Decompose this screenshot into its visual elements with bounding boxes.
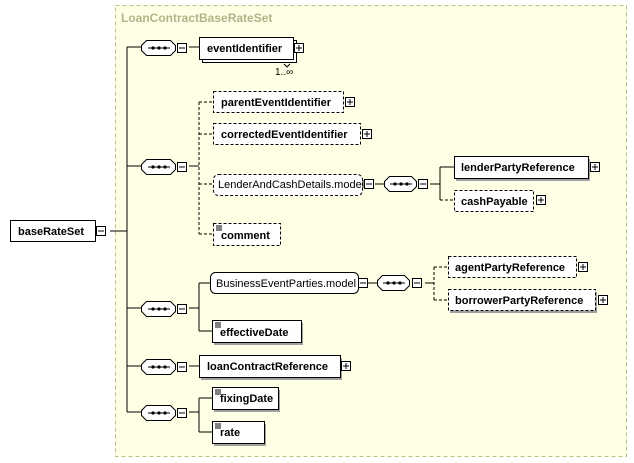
loan-contract-reference-expand-toggle[interactable] [341,361,351,371]
group-lender-and-cash-details[interactable]: LenderAndCashDetails.model [213,174,365,196]
simple-type-icon [216,225,222,231]
connector-lines [110,46,454,433]
lender-and-cash-details-label: LenderAndCashDetails.model [218,179,364,191]
fixing-date-label: fixingDate [220,393,273,405]
sequence-compositor-2[interactable] [141,159,187,175]
multiplicity-marker-icon [283,63,291,68]
group-loan-contract-base-rate-set: LoanContractBaseRateSet [115,5,627,457]
event-identifier-expand-toggle[interactable] [294,43,304,53]
element-lender-party-reference[interactable]: lenderPartyReference [454,156,591,182]
loan-contract-reference-label: loanContractReference [207,361,328,373]
sequence-compositor-lender-cash[interactable] [384,176,428,192]
element-cash-payable[interactable]: cashPayable [454,190,534,212]
corrected-event-identifier-expand-toggle[interactable] [362,129,372,139]
element-comment[interactable]: comment [213,223,281,246]
borrower-party-reference-label: borrowerPartyReference [455,295,583,307]
element-loan-contract-reference[interactable]: loanContractReference [199,355,343,381]
root-collapse-toggle[interactable] [96,226,106,236]
parent-event-identifier-expand-toggle[interactable] [345,97,355,107]
lender-party-reference-label: lenderPartyReference [461,162,575,174]
element-agent-party-reference[interactable]: agentPartyReference [448,256,577,278]
element-corrected-event-identifier[interactable]: correctedEventIdentifier [213,123,361,145]
lender-and-cash-details-collapse-toggle[interactable] [364,179,374,189]
comment-label: comment [221,230,270,242]
sequence-compositor-business-parties[interactable] [377,275,422,291]
agent-party-reference-expand-toggle[interactable] [578,262,588,272]
simple-type-icon [215,389,221,395]
sequence-compositor-5[interactable] [141,405,187,421]
borrower-party-reference-expand-toggle[interactable] [598,295,608,305]
group-title: LoanContractBaseRateSet [121,11,272,25]
element-rate[interactable]: rate [212,421,267,447]
sequence-compositor-1[interactable] [141,40,187,56]
business-event-parties-label: BusinessEventParties.model [216,278,356,290]
element-borrower-party-reference[interactable]: borrowerPartyReference [448,289,598,314]
element-event-identifier[interactable]: eventIdentifier [199,37,297,63]
event-identifier-multiplicity: 1..∞ [275,67,293,78]
cash-payable-label: cashPayable [461,196,528,208]
sequence-compositor-3[interactable] [141,301,187,317]
simple-type-icon [215,423,221,429]
element-parent-event-identifier[interactable]: parentEventIdentifier [213,91,344,113]
root-label: baseRateSet [18,226,84,238]
simple-type-icon [215,322,221,328]
root-element-base-rate-set[interactable]: baseRateSet [10,220,96,242]
event-identifier-label: eventIdentifier [207,43,283,55]
sequence-compositor-4[interactable] [141,359,187,375]
business-event-parties-collapse-toggle[interactable] [358,278,368,288]
lender-party-reference-expand-toggle[interactable] [590,162,600,172]
parent-event-identifier-label: parentEventIdentifier [221,97,332,109]
corrected-event-identifier-label: correctedEventIdentifier [221,129,348,141]
effective-date-label: effectiveDate [220,327,288,339]
element-effective-date[interactable]: effectiveDate [212,320,304,346]
group-business-event-parties[interactable]: BusinessEventParties.model [210,272,359,294]
cash-payable-expand-toggle[interactable] [536,195,546,205]
agent-party-reference-label: agentPartyReference [455,262,565,274]
element-fixing-date[interactable]: fixingDate [212,387,281,413]
rate-label: rate [220,427,240,439]
